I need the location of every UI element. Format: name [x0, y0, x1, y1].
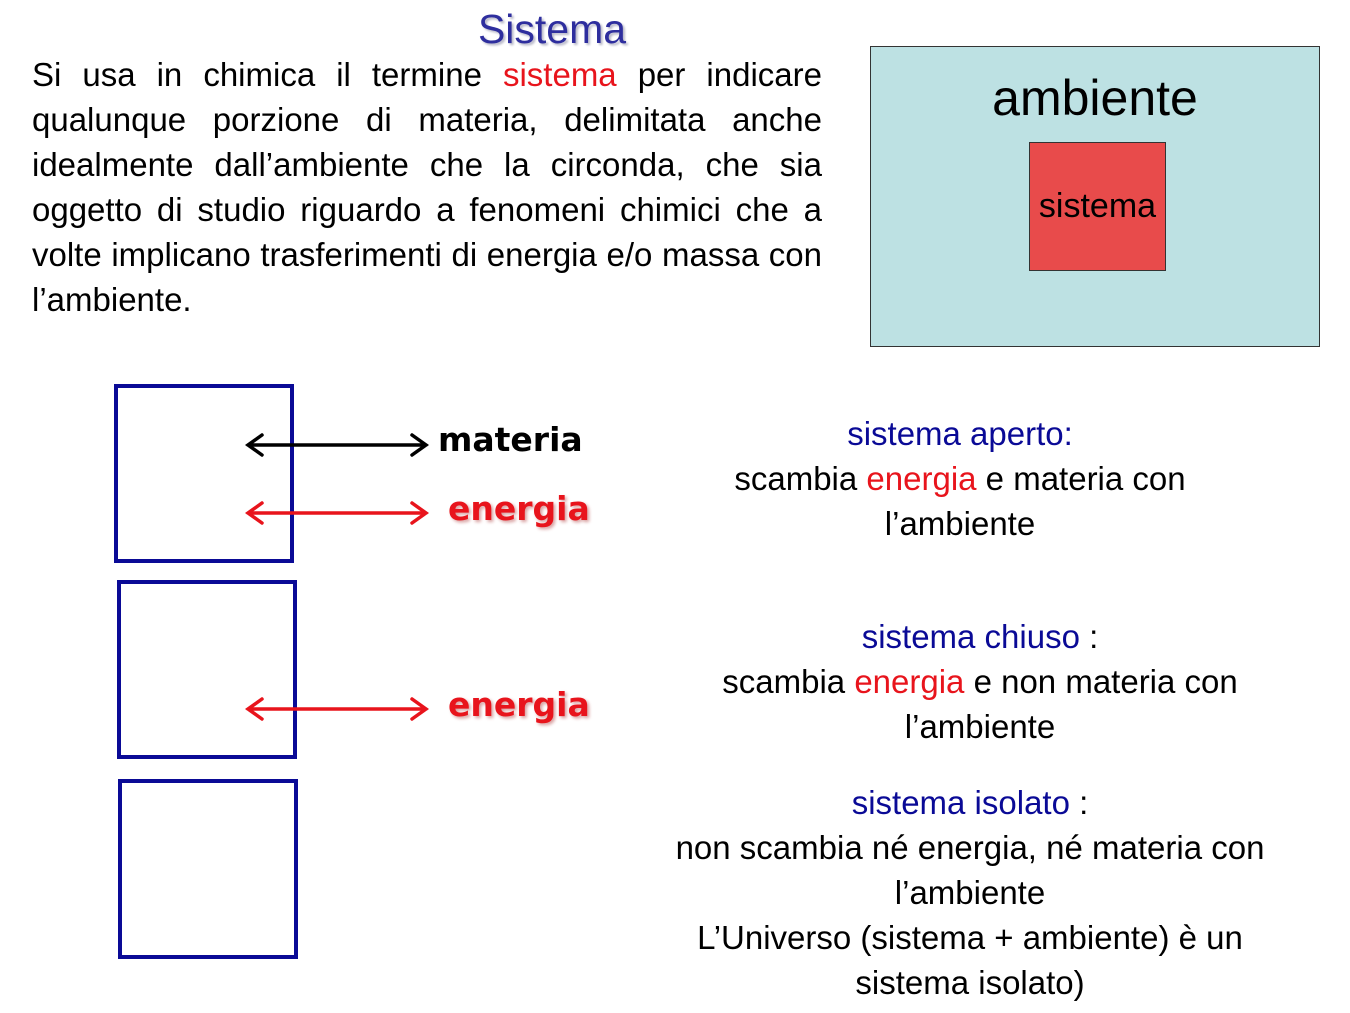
isolated-system-description: sistema isolato : non scambia né energia… [620, 780, 1320, 1005]
closed-system-line1: scambia energia e non materia con [660, 659, 1300, 704]
closed-system-line2: l’ambiente [904, 708, 1056, 745]
text: e materia con [976, 460, 1186, 497]
open-system-box [114, 384, 294, 563]
text: scambia [734, 460, 867, 497]
slide-title: Sistema [477, 6, 627, 52]
open-system-title: sistema aperto: [847, 415, 1073, 452]
intro-text: Si usa in chimica il termine [32, 56, 503, 93]
sistema-label: sistema [1038, 187, 1157, 225]
sistema-box: sistema [1029, 142, 1166, 271]
closed-system-box [117, 580, 297, 759]
isolated-system-title: sistema isolato [851, 784, 1070, 821]
colon: : [1069, 784, 1089, 821]
closed-system-title: sistema chiuso [861, 618, 1080, 655]
text: scambia [722, 663, 855, 700]
closed-system-description: sistema chiuso : scambia energia e non m… [660, 614, 1300, 749]
isolated-system-line1: non scambia né energia, né materia con [675, 829, 1265, 866]
energy-word: energia [854, 663, 965, 700]
isolated-system-heading: sistema isolato : [620, 780, 1320, 825]
energia-arrow-icon-2 [244, 697, 430, 721]
energy-word: energia [866, 460, 977, 497]
isolated-system-line3: L’Universo (sistema + ambiente) è un [697, 919, 1243, 956]
open-system-line1: scambia energia e materia con [660, 456, 1260, 501]
intro-paragraph: Si usa in chimica il termine sistema per… [32, 52, 822, 322]
isolated-system-line4: sistema isolato) [855, 964, 1085, 1001]
closed-system-heading: sistema chiuso : [660, 614, 1300, 659]
isolated-system-box [118, 779, 298, 959]
materia-label: materia [438, 420, 583, 459]
energia-label: energia [448, 489, 590, 528]
colon: : [1079, 618, 1099, 655]
text: e non materia con [964, 663, 1238, 700]
isolated-system-line2: l’ambiente [894, 874, 1046, 911]
intro-highlight: sistema [502, 56, 617, 93]
ambiente-box: ambiente sistema [870, 46, 1320, 347]
materia-arrow-icon [244, 433, 430, 457]
energia-arrow-icon [244, 501, 430, 525]
energia-label-2: energia [448, 685, 590, 724]
open-system-line2: l’ambiente [884, 505, 1036, 542]
ambiente-label: ambiente [992, 70, 1198, 126]
intro-text-rest: per indicare qualunque porzione di mater… [32, 56, 822, 318]
open-system-description: sistema aperto: scambia energia e materi… [660, 411, 1260, 546]
